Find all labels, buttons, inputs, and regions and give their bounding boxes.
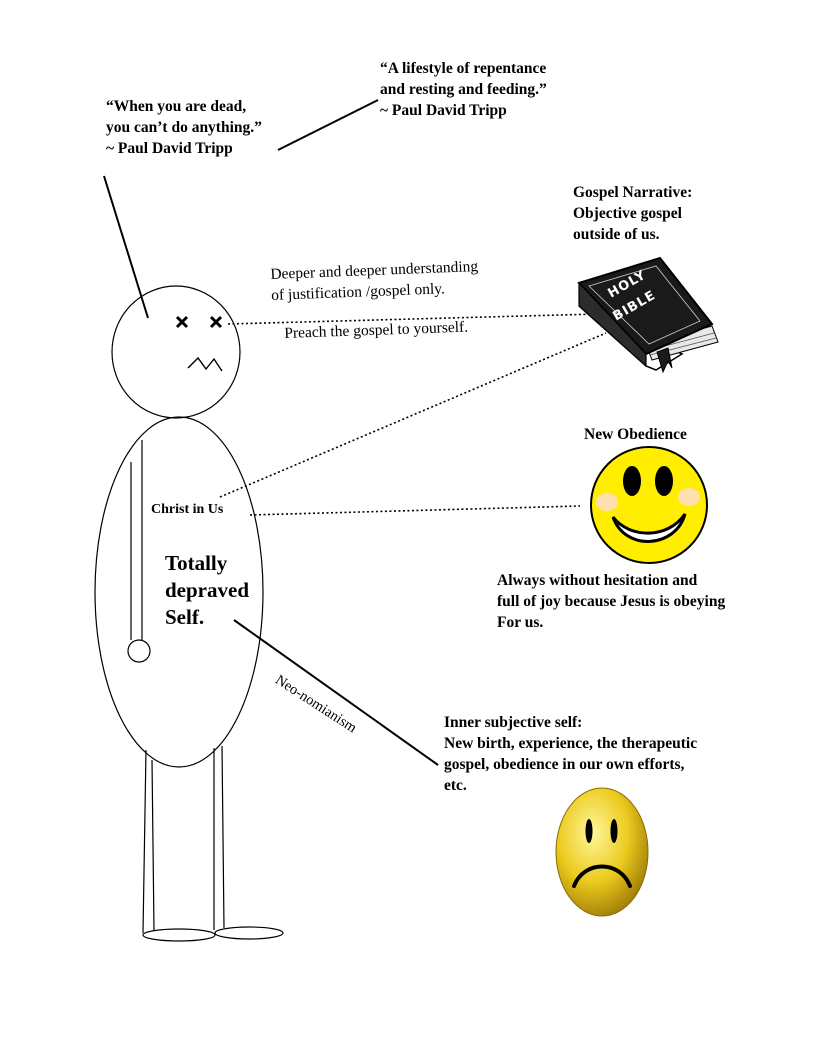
figure-head — [111, 285, 241, 419]
inner-self-label: Inner subjective self: New birth, experi… — [444, 712, 697, 796]
figure-right-foot — [214, 926, 284, 940]
stick-figure — [94, 285, 284, 942]
smiley-mouth — [611, 513, 687, 543]
inner-self-line: etc. — [444, 777, 467, 794]
quote-dead-line: “When you are dead, — [106, 98, 247, 115]
figure-hand — [127, 639, 151, 663]
quote-lifestyle-attribution: ~ Paul David Tripp — [380, 102, 507, 119]
smiley-right-eye — [655, 466, 673, 496]
inner-self-line: New birth, experience, the therapeutic — [444, 735, 698, 752]
christ-in-us-label: Christ in Us — [151, 502, 224, 517]
sad-face-icon — [555, 787, 649, 917]
new-obedience-line: For us. — [497, 614, 544, 631]
quote-dead-pointer-line — [103, 175, 149, 319]
smiley-left-eye — [623, 466, 641, 496]
inner-self-line: gospel, obedience in our own efforts, — [444, 756, 685, 773]
christ-to-smiley-dotted-line — [249, 505, 581, 516]
figure-left-foot — [142, 928, 216, 942]
sad-mouth — [572, 864, 632, 888]
depraved-self-label: Totally depraved Self. — [165, 550, 249, 631]
figure-right-leg — [213, 745, 225, 930]
neonomianism-line — [233, 619, 439, 766]
quote-lifestyle-line: and resting and feeding.” — [380, 81, 547, 98]
gospel-narrative-label: Gospel Narrative: Objective gospel outsi… — [573, 182, 692, 245]
quote-lifestyle-line: “A lifestyle of repentance — [380, 60, 547, 77]
new-obedience-line: Always without hesitation and — [497, 572, 698, 589]
christ-to-bible-dotted-line — [219, 332, 607, 498]
quote-lifestyle-pointer-line — [277, 99, 379, 151]
gospel-narrative-line: outside of us. — [573, 226, 660, 243]
new-obedience-title: New Obedience — [584, 426, 687, 443]
quote-dead-line: you can’t do anything.” — [106, 119, 262, 136]
gospel-narrative-line: Gospel Narrative: — [573, 184, 693, 201]
holy-bible-icon: HOLY BIBLE — [577, 256, 719, 374]
inner-self-line: Inner subjective self: — [444, 714, 583, 731]
quote-dead-attribution: ~ Paul David Tripp — [106, 140, 233, 157]
figure-arm — [130, 440, 143, 640]
figure-left-leg — [142, 749, 155, 934]
quote-dead: “When you are dead, you can’t do anythin… — [106, 96, 262, 159]
zigzag-mouth-icon — [187, 356, 223, 372]
new-obedience-description: Always without hesitation and full of jo… — [497, 570, 725, 633]
figure-body — [94, 416, 264, 768]
sad-left-eye — [585, 819, 593, 843]
quote-lifestyle: “A lifestyle of repentance and resting a… — [380, 58, 547, 121]
new-obedience-line: full of joy because Jesus is obeying — [497, 593, 726, 610]
depraved-line: Self. — [165, 605, 205, 629]
gospel-narrative-line: Objective gospel — [573, 205, 682, 222]
eyes-to-bible-dotted-line — [227, 313, 598, 325]
depraved-line: depraved — [165, 578, 249, 602]
understanding-label: Deeper and deeper understanding of justi… — [270, 256, 479, 306]
smiley-face-icon — [590, 446, 708, 564]
depraved-line: Totally — [165, 551, 228, 575]
sad-right-eye — [610, 819, 618, 843]
dead-eyes-icon — [175, 315, 223, 329]
